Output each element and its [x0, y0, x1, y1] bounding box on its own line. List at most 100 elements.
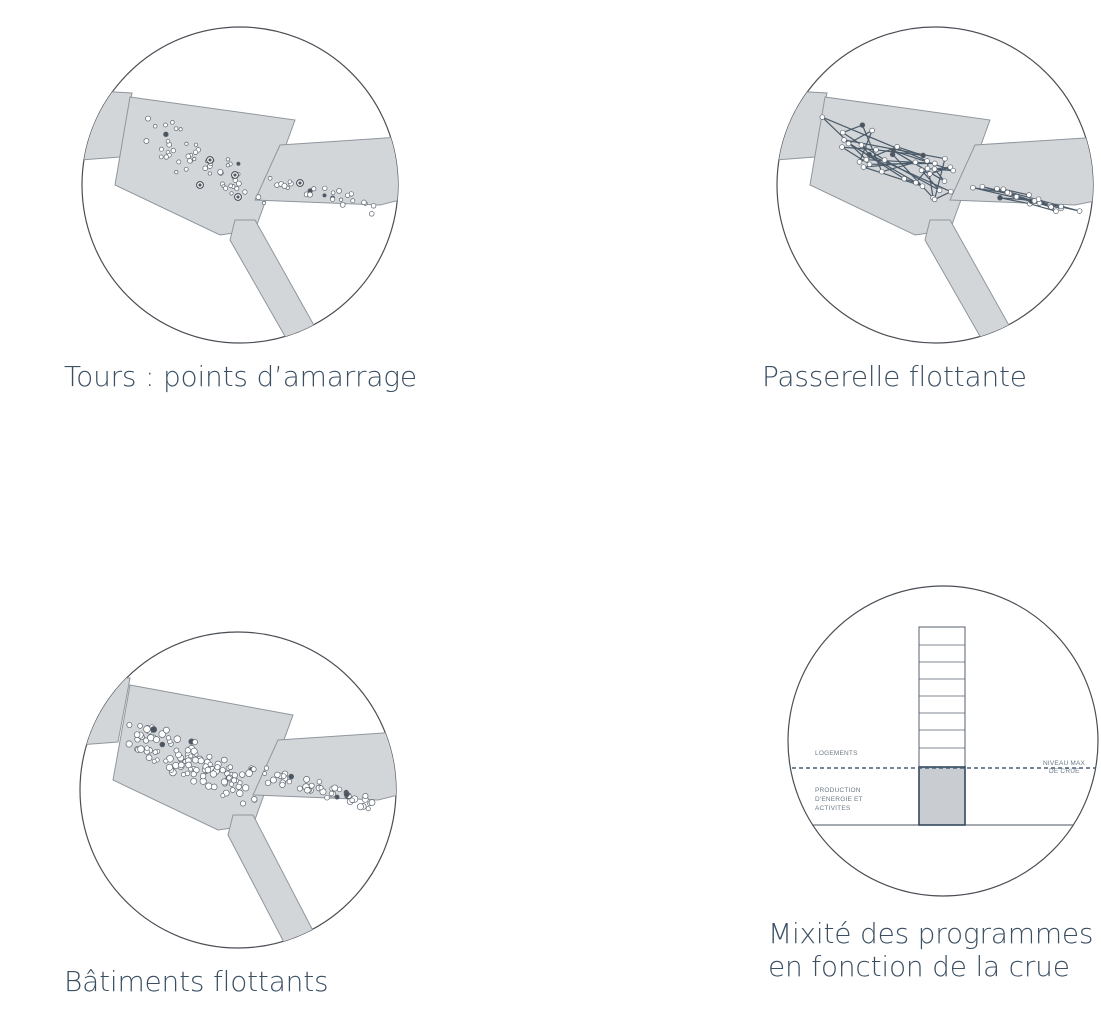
dot: [1013, 194, 1020, 200]
dot: [192, 756, 199, 764]
dot: [205, 782, 213, 790]
dot: [165, 763, 174, 771]
dot: [970, 184, 976, 191]
dot: [183, 166, 189, 172]
dot: [362, 792, 369, 800]
walkway-segment: [841, 146, 877, 151]
dot: [279, 781, 286, 788]
dot: [267, 175, 273, 181]
dot: [316, 778, 323, 785]
dot: [152, 736, 160, 744]
dot: [202, 165, 208, 171]
floating-building-dots: [125, 722, 376, 812]
dot: [881, 157, 888, 163]
dot: [349, 797, 355, 803]
dot: [145, 754, 153, 761]
dot: [879, 168, 885, 175]
dot: [866, 151, 872, 158]
dot: [197, 757, 205, 765]
dot: [1004, 189, 1011, 196]
dot: [239, 771, 246, 778]
walkway-segment: [863, 166, 923, 187]
dot: [370, 203, 377, 209]
dot: [343, 791, 350, 798]
dot: [839, 144, 845, 150]
dot: [912, 159, 919, 166]
walkway-segment: [881, 161, 916, 173]
dot: [328, 790, 335, 797]
dot: [235, 180, 242, 187]
walkway-segment: [934, 191, 952, 200]
walkway-network: [819, 114, 1083, 214]
dot: [942, 155, 948, 162]
caption-mixite-line1: Mixité des programmes: [768, 917, 1094, 950]
dot: [304, 786, 311, 794]
dot: [235, 783, 242, 790]
dot: [840, 129, 846, 136]
map-circle-passerelle: [776, 26, 1094, 344]
dot: [233, 173, 237, 177]
dot: [950, 167, 956, 174]
dot: [178, 127, 183, 132]
dot: [890, 148, 897, 154]
dot: [150, 726, 158, 733]
dot: [286, 778, 293, 785]
label-production-1: PRODUCTION: [815, 787, 861, 794]
dot: [184, 141, 189, 146]
walkway-segment: [858, 130, 873, 163]
dot: [948, 188, 954, 195]
dot: [181, 772, 186, 778]
dot: [185, 761, 192, 769]
dot: [1076, 208, 1083, 214]
dot: [217, 169, 224, 175]
dot: [223, 185, 229, 191]
dot: [1031, 198, 1038, 204]
dot: [172, 761, 180, 769]
dot: [231, 772, 238, 779]
dot: [229, 787, 236, 793]
diagram-mixite: LOGEMENTS PRODUCTION D'ENERGIE ET ACTIVI…: [785, 585, 1101, 897]
dot: [350, 198, 356, 204]
dot: [163, 122, 168, 128]
section-circle-mixite: LOGEMENTS PRODUCTION D'ENERGIE ET ACTIVI…: [787, 585, 1099, 897]
dot: [240, 800, 246, 807]
dot: [137, 723, 143, 729]
dot: [994, 185, 1000, 192]
dot: [190, 747, 198, 755]
dot: [936, 187, 943, 194]
dot: [298, 181, 302, 185]
label-production-2: D'ENERGIE ET: [815, 796, 863, 803]
dot: [158, 730, 166, 738]
dot: [220, 793, 226, 798]
dot: [231, 777, 238, 784]
dot: [221, 756, 228, 764]
dot: [229, 191, 234, 196]
dot: [158, 154, 164, 160]
dot: [924, 165, 931, 172]
dot: [365, 806, 371, 812]
dot: [288, 773, 295, 780]
dot: [163, 758, 169, 764]
dot: [159, 741, 166, 748]
dot: [947, 164, 954, 170]
dot: [356, 803, 364, 811]
dot: [866, 161, 873, 168]
dot: [165, 139, 171, 144]
walkway-segment: [921, 169, 941, 191]
dot: [322, 193, 327, 198]
dot: [145, 115, 152, 122]
dot: [190, 777, 198, 785]
dot: [206, 753, 213, 760]
dot: [339, 197, 344, 202]
caption-batiments: Bâtiments flottants: [64, 965, 329, 998]
dot: [334, 794, 340, 800]
diagram-tours: [80, 25, 400, 345]
dot: [163, 131, 169, 138]
dot: [924, 158, 930, 164]
dot: [270, 776, 277, 784]
dot: [163, 726, 170, 734]
dot: [178, 761, 185, 769]
tower-floor-lines: [919, 644, 965, 749]
dot: [841, 137, 847, 143]
walkway-segment: [934, 158, 946, 200]
